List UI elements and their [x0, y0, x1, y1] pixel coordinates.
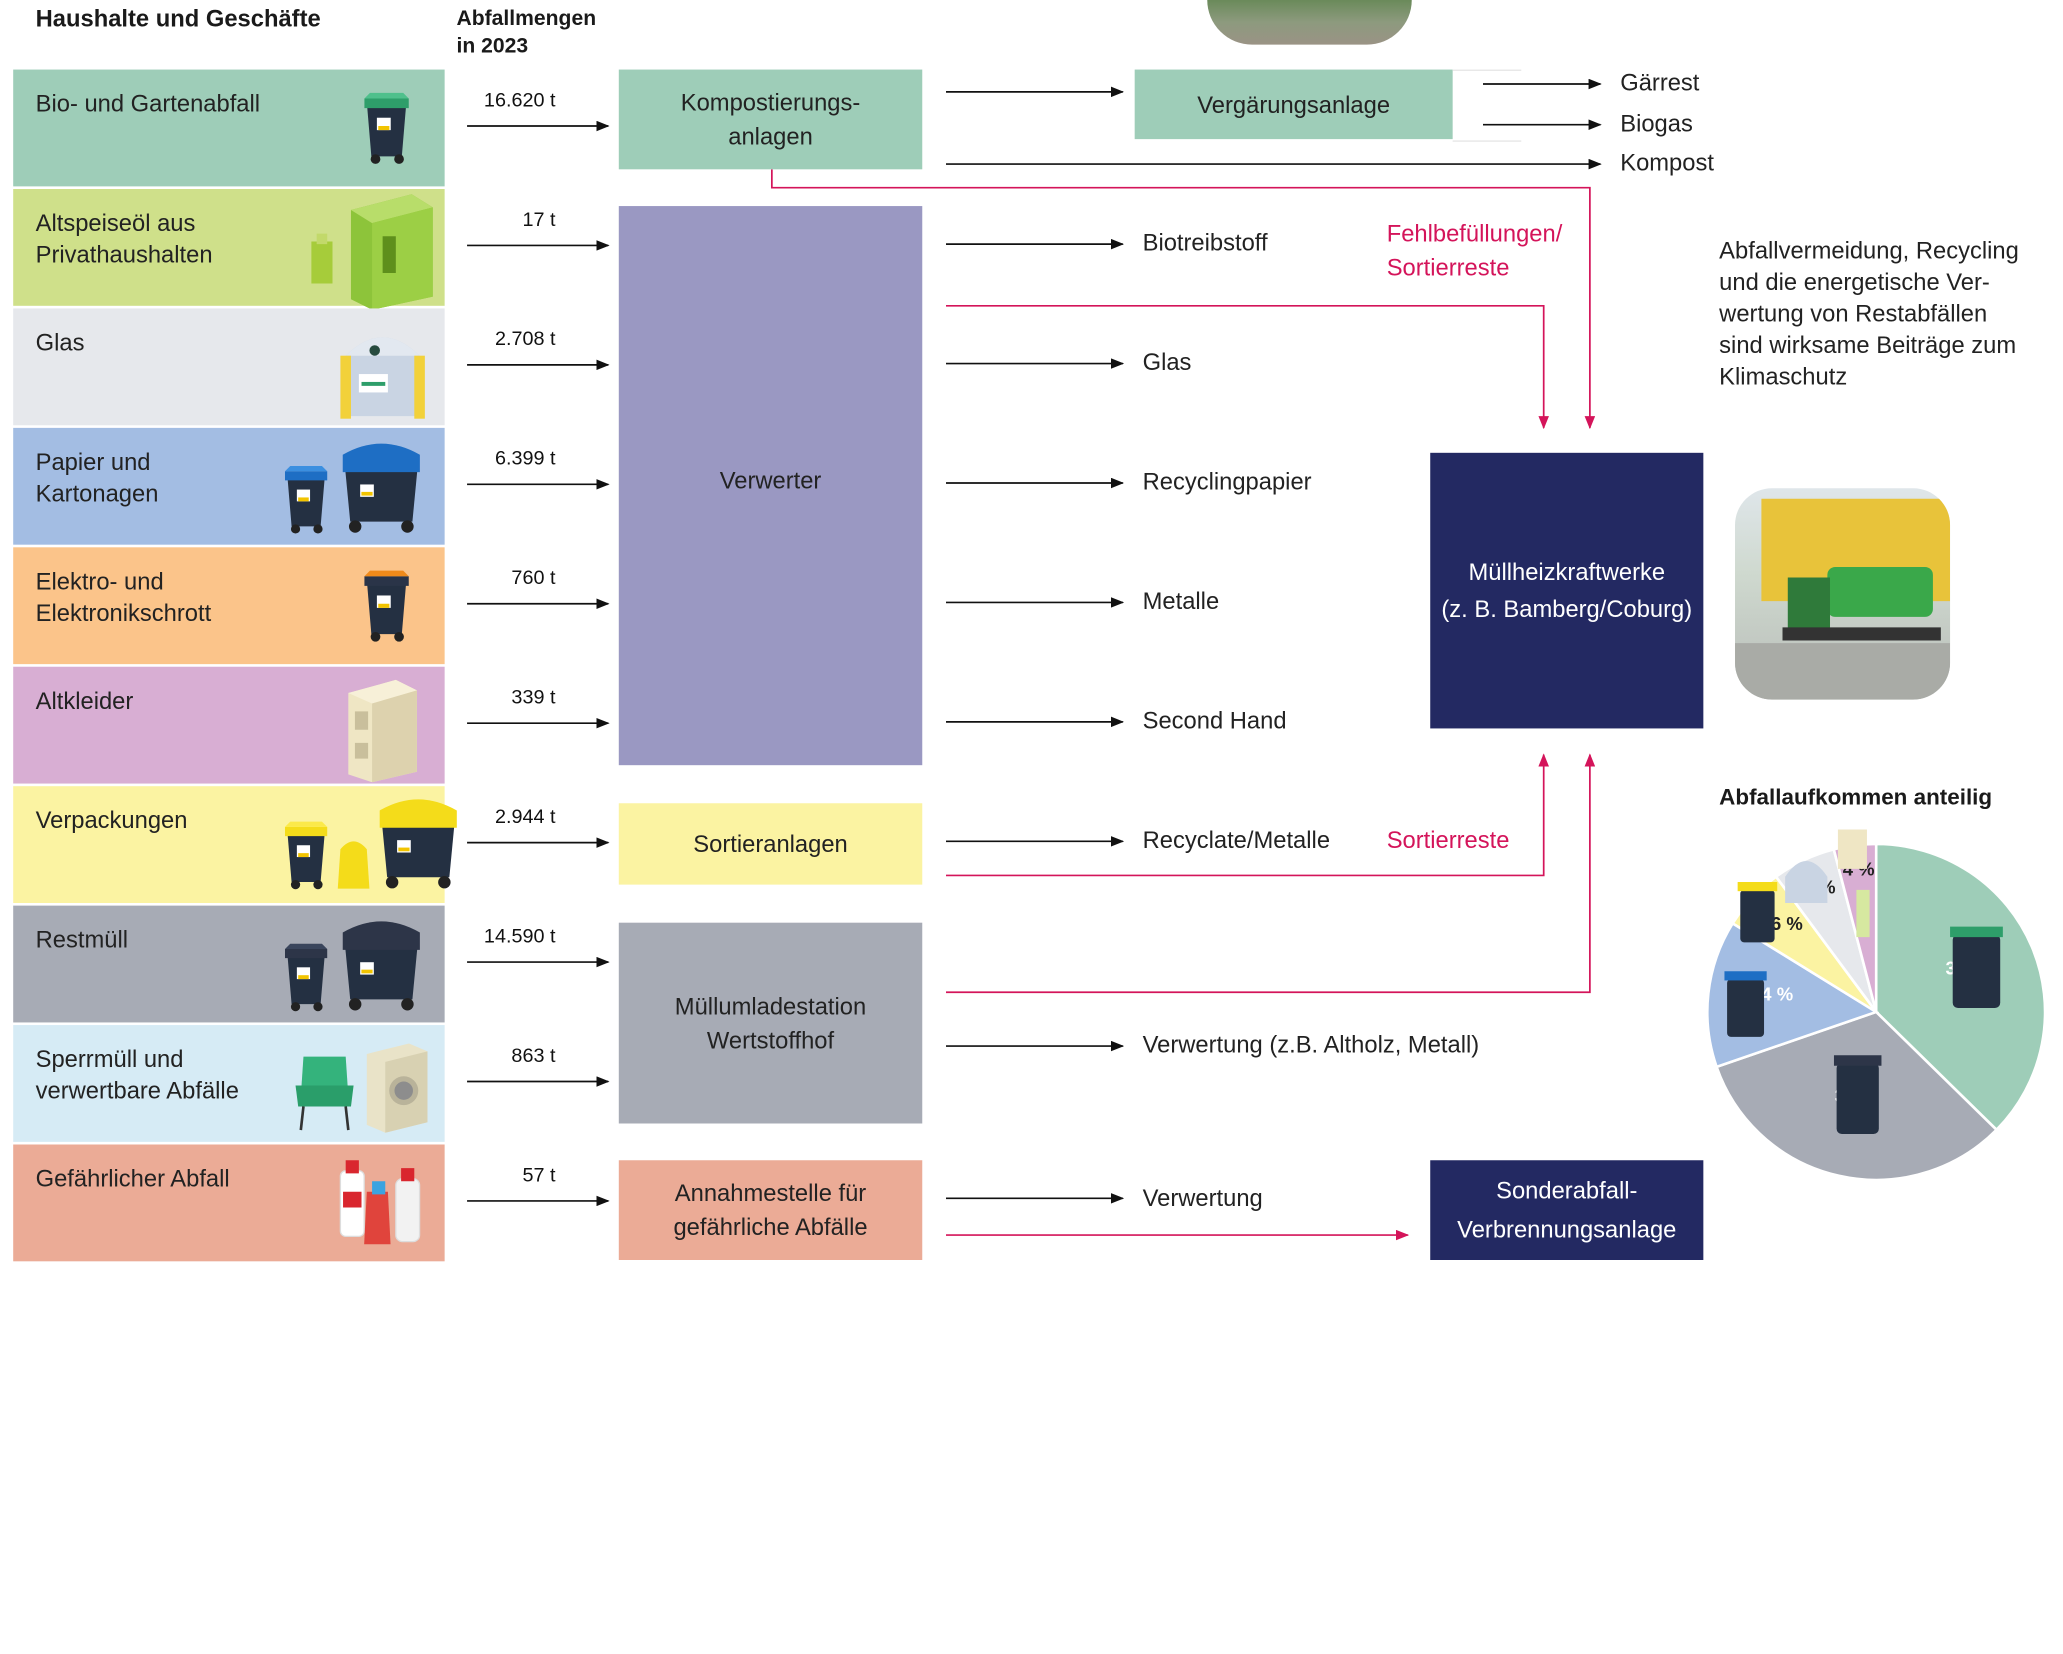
pie-label: 6 % — [1771, 913, 1803, 934]
kompostierungsanlagen-box: Kompostierungs- anlagen — [618, 69, 923, 170]
pie-chart: 37 %32 %14 %6 %6 %4 % — [1706, 829, 2047, 1182]
output-recyclingpapier: Recyclingpapier — [1142, 468, 1312, 495]
truck-chassis-shape — [1782, 627, 1941, 641]
category-label: Glas — [35, 329, 85, 356]
output-kompost: Kompost — [1620, 149, 1714, 176]
yellow-bin-lid — [1737, 882, 1778, 892]
output-second-hand: Second Hand — [1142, 707, 1287, 734]
category-label: Gefährlicher Abfall — [35, 1165, 230, 1192]
category-label: Papier und Kartonagen — [35, 448, 159, 507]
pie-title: Abfallaufkommen anteilig — [1719, 784, 1993, 810]
kompost-residue-line — [770, 169, 1596, 430]
amount-label: 57 t — [522, 1164, 556, 1187]
category-label: Altspeiseöl aus Privathaushalten — [35, 210, 213, 268]
blue-bin-icon — [280, 436, 425, 538]
amount-label: 339 t — [511, 686, 556, 709]
output-glas: Glas — [1142, 349, 1192, 376]
vergaerung-divider — [1452, 69, 1522, 142]
amount-label: 2.944 t — [494, 805, 556, 829]
chemicals-icon — [338, 1158, 422, 1259]
amounts-header: Abfallmengen in 2023 — [456, 7, 597, 58]
category-row: Gefährlicher Abfall — [13, 1144, 445, 1262]
grey-bin-icon — [280, 914, 425, 1016]
blue-bin-icon — [1727, 979, 1765, 1037]
yellow-bin-icon — [280, 791, 462, 893]
sortier-residue-line — [946, 753, 1549, 877]
sonderabfall-box: Sonderabfall- Verbrennungsanlage — [1430, 1160, 1704, 1260]
muellheizkraftwerke-box: Müllheizkraftwerke (z. B. Bamberg/Coburg… — [1430, 452, 1704, 729]
glass-container-icon — [335, 316, 430, 433]
umlade-residue-line — [946, 753, 1596, 994]
green-bin-lid — [1950, 926, 2003, 938]
output-metalle: Metalle — [1142, 588, 1220, 615]
output-recyclate: Recyclate/Metalle — [1142, 826, 1331, 854]
category-label: Altkleider — [35, 687, 134, 714]
green-bin-icon — [1952, 934, 2001, 1008]
output-verwertung: Verwertung — [1142, 1185, 1263, 1212]
amount-label: 760 t — [511, 567, 556, 590]
residue-fehlbefuellungen: Fehlbefüllungen/ Sortierreste — [1386, 220, 1563, 281]
grey-bin-lid — [1833, 1055, 1882, 1066]
amount-label: 14.590 t — [483, 925, 556, 948]
output-biotreibstoff: Biotreibstoff — [1142, 229, 1268, 256]
truck-photo — [1735, 488, 1951, 700]
category-row: Sperrmüll und verwertbare Abfälle — [13, 1025, 445, 1142]
category-row: Bio- und Gartenabfall — [13, 69, 445, 187]
blue-bin-lid — [1724, 971, 1767, 981]
amount-label: 2.708 t — [494, 328, 556, 351]
categories-header: Haushalte und Geschäfte — [35, 5, 321, 32]
muellumladestation-box: Müllumladestation Wertstoffhof — [618, 922, 923, 1124]
category-row: Altkleider — [13, 666, 445, 784]
category-row: Altspeiseöl aus Privathaushalten — [13, 189, 445, 310]
category-label: Elektro- und Elektronikschrott — [35, 568, 212, 627]
road-shape — [1735, 643, 1951, 700]
grey-bin-icon — [1836, 1063, 1879, 1134]
category-row: Verpackungen — [13, 786, 457, 903]
clothes-container-icon — [343, 675, 422, 789]
category-label: Verpackungen — [35, 807, 188, 834]
category-label: Bio- und Gartenabfall — [35, 90, 261, 117]
category-row: Papier und Kartonagen — [13, 427, 445, 545]
sortieranlagen-box: Sortieranlagen — [618, 803, 923, 885]
vergaerungsanlage-box: Vergärungsanlage — [1134, 69, 1453, 140]
category-label: Sperrmüll und verwertbare Abfälle — [35, 1046, 239, 1104]
climate-note: Abfallvermeidung, Recycling und die ener… — [1719, 237, 2019, 390]
output-biogas: Biogas — [1620, 110, 1693, 137]
yellow-bin-icon — [1740, 889, 1775, 943]
amount-label: 17 t — [522, 208, 556, 231]
verwerter-box: Verwerter — [618, 206, 923, 766]
oil-bottle-icon — [1856, 889, 1870, 938]
glass-container-icon — [1785, 861, 1828, 903]
amount-label: 6.399 t — [494, 447, 556, 470]
residue-sortierreste: Sortierreste — [1386, 826, 1510, 854]
category-row: Restmüll — [13, 905, 445, 1023]
annahmestelle-box: Annahmestelle für gefährliche Abfälle — [618, 1160, 923, 1260]
output-gaerrest: Gärrest — [1620, 69, 1700, 96]
oil-container-icon — [306, 189, 438, 316]
verwerter-residue-line — [946, 304, 1549, 430]
clothes-container-icon — [1837, 829, 1867, 869]
output-verwertung-altholz: Verwertung (z.B. Altholz, Metall) — [1142, 1031, 1480, 1058]
furniture-icon — [293, 1041, 430, 1133]
landscape-photo — [1207, 0, 1412, 45]
category-label: Restmüll — [35, 926, 129, 953]
green-bin-icon — [359, 85, 414, 173]
container-shape — [1827, 567, 1933, 617]
amount-label: 16.620 t — [483, 89, 556, 112]
category-row: Elektro- und Elektronikschrott — [13, 547, 445, 665]
electronics-bin-icon — [359, 563, 414, 651]
amount-label: 863 t — [511, 1044, 556, 1068]
category-row: Glas — [13, 308, 445, 426]
truck-cab-shape — [1787, 577, 1831, 633]
